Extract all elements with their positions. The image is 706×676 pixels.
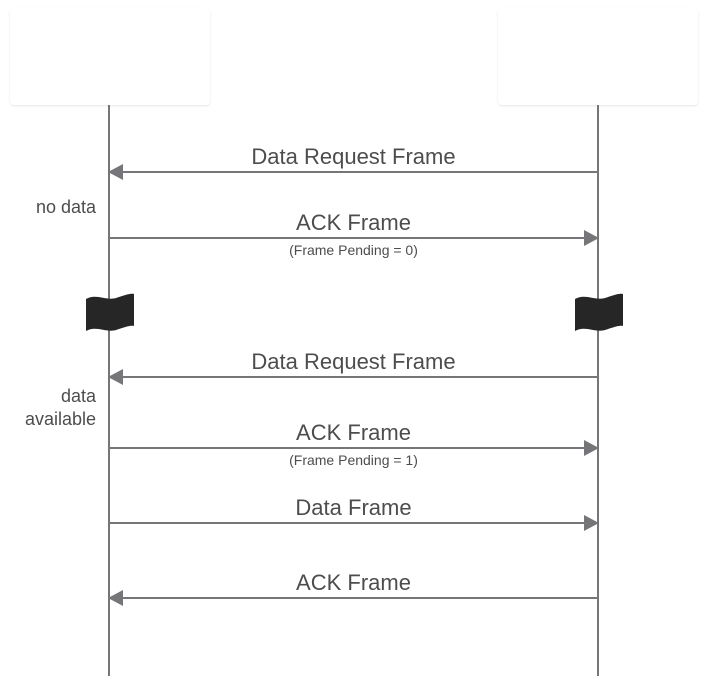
side-note-data-available: data available (24, 386, 96, 429)
arrowhead-right-icon (584, 515, 599, 531)
message-line (108, 447, 599, 449)
message-label: Data Request Frame (239, 146, 468, 168)
message-sublabel: (Frame Pending = 0) (281, 242, 426, 259)
message-line (108, 522, 599, 524)
side-note-no-data: no data (35, 197, 96, 217)
arrowhead-left-icon (108, 164, 123, 180)
participant-box-parent[interactable]: Parent (10, 8, 210, 105)
participant-label-parent: Parent (63, 38, 157, 74)
arrowhead-right-icon (584, 230, 599, 246)
arrowhead-left-icon (108, 590, 123, 606)
participant-label-child: Child (562, 38, 634, 74)
message-line (108, 171, 599, 173)
message-label: Data Frame (283, 497, 424, 519)
message-label: ACK Frame (284, 212, 423, 234)
participant-box-child[interactable]: Child (498, 8, 698, 105)
message-line (108, 237, 599, 239)
lifeline-parent (108, 105, 110, 676)
lifeline-break-flag-icon-parent (82, 291, 138, 335)
lifeline-child (597, 105, 599, 676)
arrowhead-left-icon (108, 369, 123, 385)
arrowhead-right-icon (584, 440, 599, 456)
message-sublabel: (Frame Pending = 1) (281, 452, 426, 469)
message-label: ACK Frame (284, 572, 423, 594)
message-line (108, 597, 599, 599)
message-line (108, 376, 599, 378)
message-label: Data Request Frame (239, 351, 468, 373)
message-label: ACK Frame (284, 422, 423, 444)
lifeline-break-flag-icon-child (571, 291, 627, 335)
